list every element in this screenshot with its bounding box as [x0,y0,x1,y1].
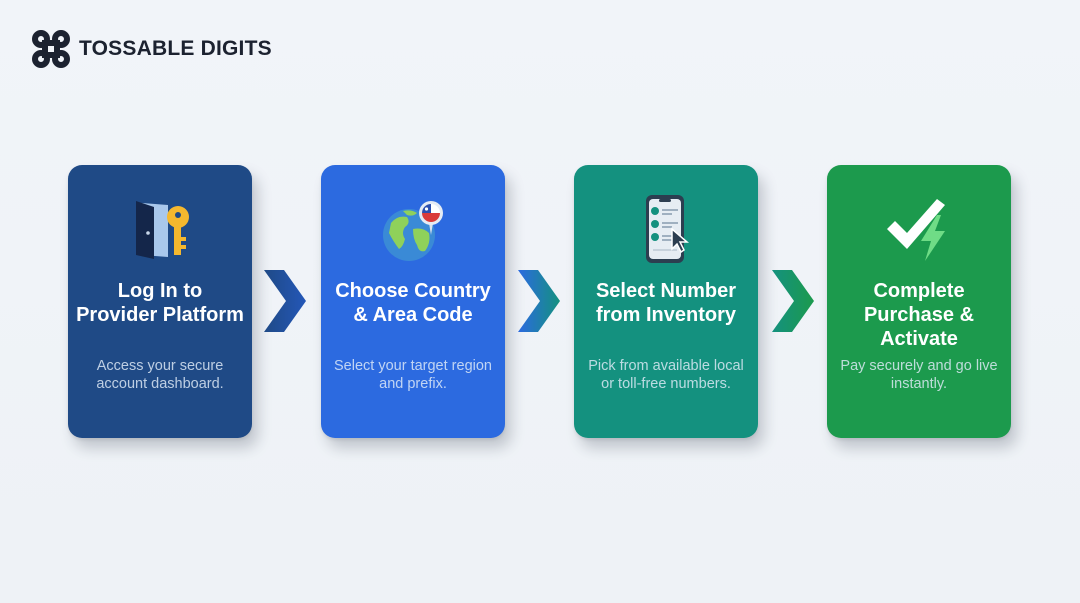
step-card-login: Log In to Provider Platform Access your … [68,165,252,438]
command-key-icon [32,30,70,68]
step-card-choose-country: Choose Country & Area Code Select your t… [321,165,505,438]
brand-name: TOSSABLE DIGITS [79,37,272,60]
chevron-right-icon [262,268,308,334]
step-description: Access your secure account dashboard. [96,358,224,392]
step-description: Select your target region and prefix. [334,358,492,392]
step-title: Choose Country & Area Code [335,280,491,326]
step-card-complete-purchase: Complete Purchase & Activate Pay securel… [827,165,1011,438]
step-description: Pick from available local or toll-free n… [588,358,744,392]
step-card-select-number: Select Number from Inventory Pick from a… [574,165,758,438]
door-key-icon [120,193,200,265]
checkmark-lightning-icon [879,193,959,265]
globe-location-pin-icon [373,193,453,265]
step-description: Pay securely and go live instantly. [840,358,998,392]
step-title: Complete Purchase & Activate [863,280,975,350]
phone-list-cursor-icon [626,193,706,265]
step-title: Select Number from Inventory [595,280,737,326]
chevron-right-icon [770,268,816,334]
step-title: Log In to Provider Platform [76,280,244,326]
brand-header: TOSSABLE DIGITS [31,29,272,69]
chevron-right-icon [516,268,562,334]
